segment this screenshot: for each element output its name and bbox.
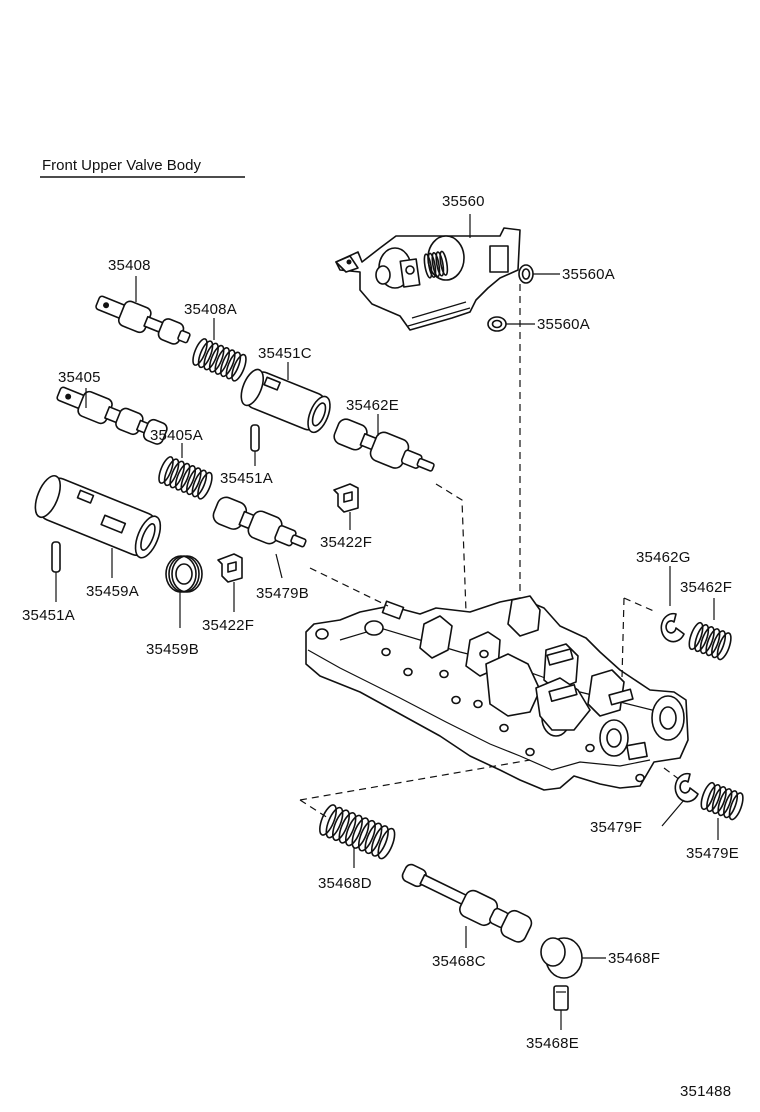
label-35405A: 35405A [150,427,203,444]
label-35560A-upper: 35560A [562,266,615,283]
pin-35468E [553,985,569,1030]
diagram-title: Front Upper Valve Body [40,157,245,178]
label-35408A: 35408A [184,301,237,318]
sleeve-35459A [34,474,162,559]
label-35560A-lower: 35560A [537,316,590,333]
label-35479E: 35479E [686,845,739,862]
label-35462G: 35462G [636,549,691,566]
valve-35479B [212,496,307,548]
e-ring-35462G [660,566,685,643]
o-ring-35560A-upper [518,264,560,284]
label-35405: 35405 [58,369,101,386]
label-35459A: 35459A [86,583,139,600]
label-35479F: 35479F [590,819,642,836]
spring-35479E [700,781,744,821]
label-35422F-lower: 35422F [202,617,254,634]
front-upper-valve-body [305,595,689,791]
sleeve-35451C [240,368,331,434]
pin-35451A-lower [51,541,61,602]
solenoid-35560 [335,214,521,331]
label-35468C: 35468C [432,953,486,970]
e-ring-35479F [661,772,699,827]
label-35451C: 35451C [258,345,312,362]
label-35479B: 35479B [256,585,309,602]
label-35459B: 35459B [146,641,199,658]
spring-35405A [155,454,216,502]
assembly-guide-lines [299,284,681,819]
label-35462F: 35462F [680,579,732,596]
spring-35462F [688,621,732,661]
label-35468D: 35468D [318,875,372,892]
spring-35408A [189,336,250,384]
figure-number: 351488 [680,1083,731,1100]
clip-35422F-lower [217,553,243,612]
label-35468E: 35468E [526,1035,579,1052]
pin-35451A-upper [250,424,260,466]
title-text: Front Upper Valve Body [42,157,201,174]
clip-35422F-upper [333,483,359,530]
plunger-35468C [401,863,533,943]
o-ring-35560A-lower [487,316,535,332]
valve-35462E [333,418,435,472]
label-35408: 35408 [108,257,151,274]
label-35468F: 35468F [608,950,660,967]
label-35462E: 35462E [346,397,399,414]
valve-35408 [95,295,191,345]
leader-35479B [275,553,283,579]
label-35422F-upper: 35422F [320,534,372,551]
spring-35468D [319,804,396,860]
label-35560: 35560 [442,193,485,210]
label-35451A-upper: 35451A [220,470,273,487]
label-35451A-lower: 35451A [22,607,75,624]
cap-35468F [540,937,606,979]
spring-35459B [165,555,203,628]
